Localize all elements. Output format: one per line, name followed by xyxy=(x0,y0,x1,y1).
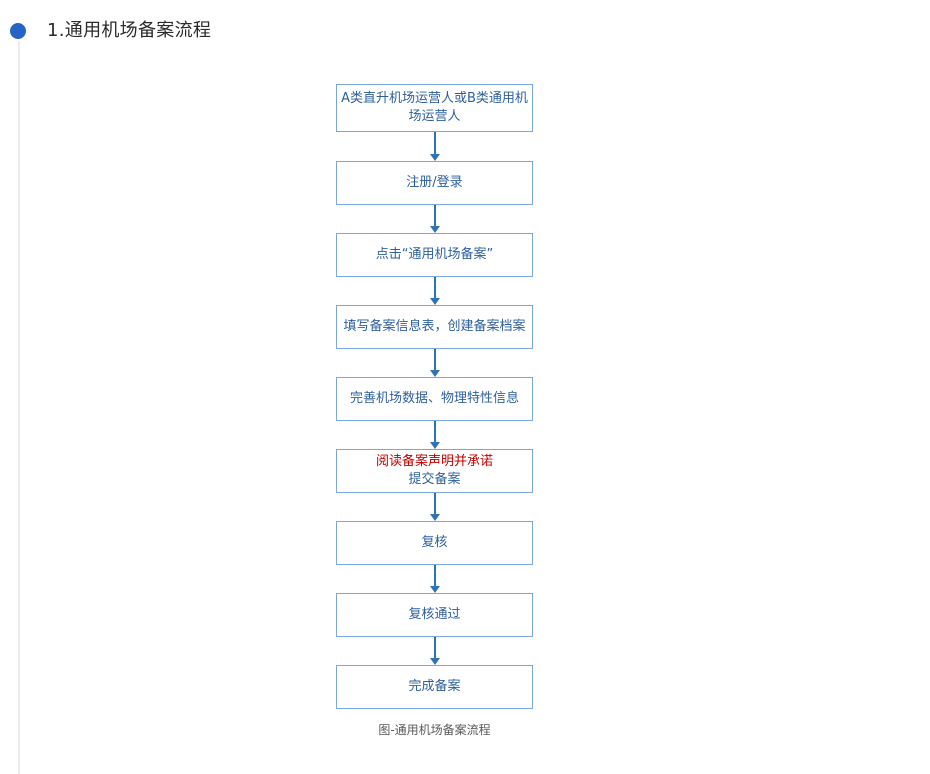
flow-step-operator-type: A类直升机场运营人或B类通用机场运营人 xyxy=(336,84,533,132)
flow-step-register-login: 注册/登录 xyxy=(336,161,533,205)
flow-step-label: 填写备案信息表，创建备案档案 xyxy=(343,319,526,334)
arrow-down-icon xyxy=(336,349,533,377)
flow-step-fill-filing-form: 填写备案信息表，创建备案档案 xyxy=(336,305,533,349)
flow-step-label: 复核通过 xyxy=(408,607,461,622)
section-timeline-rule xyxy=(18,41,20,774)
flow-step-review-passed: 复核通过 xyxy=(336,593,533,637)
flow-step-click-filing: 点击“通用机场备案” xyxy=(336,233,533,277)
arrow-down-icon xyxy=(336,277,533,305)
flow-step-label: 完善机场数据、物理特性信息 xyxy=(349,391,519,406)
flow-step-label: 注册/登录 xyxy=(406,175,463,190)
flow-step-label: 完成备案 xyxy=(408,679,461,694)
section-bullet-icon xyxy=(10,23,26,39)
flow-step-review: 复核 xyxy=(336,521,533,565)
arrow-down-icon xyxy=(336,132,533,161)
flow-step-label-submit: 提交备案 xyxy=(408,472,461,487)
flow-step-label-statement: 阅读备案声明并承诺 xyxy=(375,454,493,469)
arrow-down-icon xyxy=(336,205,533,233)
arrow-down-icon xyxy=(336,421,533,449)
flow-step-read-statement-submit: 阅读备案声明并承诺 提交备案 xyxy=(336,449,533,493)
flow-step-complete-airport-data: 完善机场数据、物理特性信息 xyxy=(336,377,533,421)
flow-step-label: 复核 xyxy=(421,535,448,550)
flow-step-label: 点击“通用机场备案” xyxy=(375,247,494,262)
arrow-down-icon xyxy=(336,565,533,593)
arrow-down-icon xyxy=(336,637,533,665)
flow-step-filing-complete: 完成备案 xyxy=(336,665,533,709)
figure-caption: 图-通用机场备案流程 xyxy=(378,723,491,737)
page-title: 1.通用机场备案流程 xyxy=(47,20,212,41)
flow-step-label: A类直升机场运营人或B类通用机场运营人 xyxy=(341,91,528,124)
arrow-down-icon xyxy=(336,493,533,521)
